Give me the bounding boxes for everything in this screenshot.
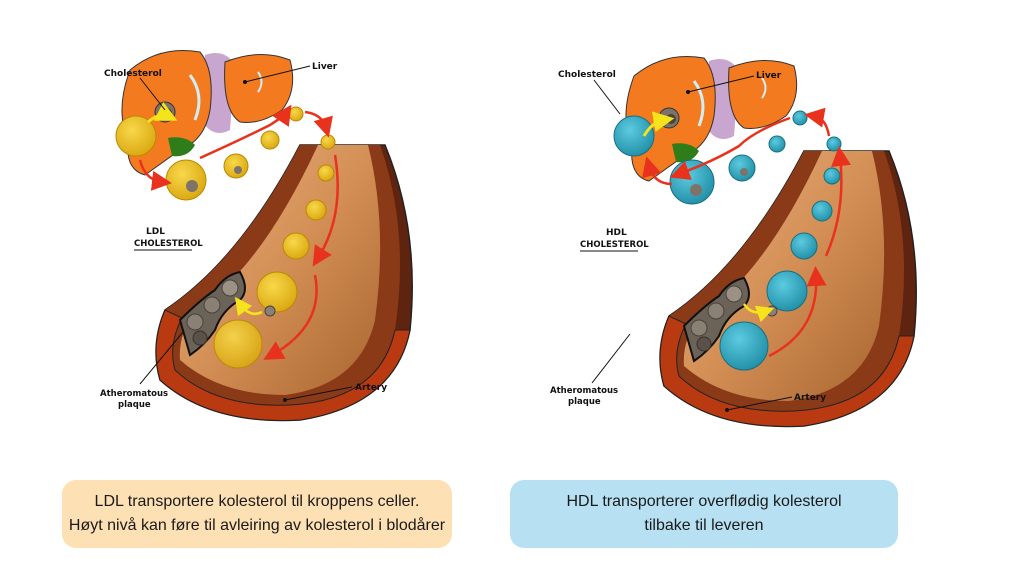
cholesterol-label: Cholesterol [104, 69, 162, 79]
flow-arrows [642, 107, 852, 358]
atheromatous-plaque [682, 276, 750, 363]
atheromatous-plaque [178, 270, 246, 357]
ldl-illustration: Cholesterol Liver LDL CHOLESTEROL Athero… [100, 49, 413, 422]
ldl-caption-line1: LDL transportere kolesterol til kroppens… [94, 493, 420, 510]
liver-label: Liver [312, 62, 338, 72]
hdl-diagram: Cholesterol Liver HDL CHOLESTEROL Athero… [512, 0, 1024, 460]
hdl-caption-line2: tilbake til leveren [644, 517, 764, 534]
liver-label: Liver [756, 71, 782, 81]
ldl-title: LDL [146, 227, 165, 237]
hdl-caption: HDL transporterer overflødig kolesterol … [510, 480, 898, 548]
hdl-title: HDL [606, 228, 627, 238]
plaque-label-line2: plaque [118, 400, 151, 410]
ldl-diagram: Cholesterol Liver LDL CHOLESTEROL Athero… [0, 0, 512, 460]
cholesterol-label: Cholesterol [558, 70, 616, 80]
ldl-caption: LDL transportere kolesterol til kroppens… [62, 480, 452, 548]
ldl-subtitle: CHOLESTEROL [134, 239, 203, 249]
plaque-label-line1: Atheromatous [550, 386, 618, 396]
artery-label: Artery [355, 383, 387, 393]
artery-label: Artery [794, 393, 826, 403]
hdl-illustration: Cholesterol Liver HDL CHOLESTEROL Athero… [550, 55, 917, 428]
hdl-caption-line1: HDL transporterer overflødig kolesterol [566, 493, 842, 510]
hdl-particles [613, 110, 842, 371]
hdl-subtitle: CHOLESTEROL [580, 240, 649, 250]
flow-arrows [138, 104, 339, 360]
plaque-label-line2: plaque [568, 397, 601, 407]
ldl-caption-line2: Høyt nivå kan føre til avleiring av kole… [68, 517, 446, 534]
ldl-particles [115, 101, 336, 369]
plaque-label-line1: Atheromatous [100, 389, 168, 399]
